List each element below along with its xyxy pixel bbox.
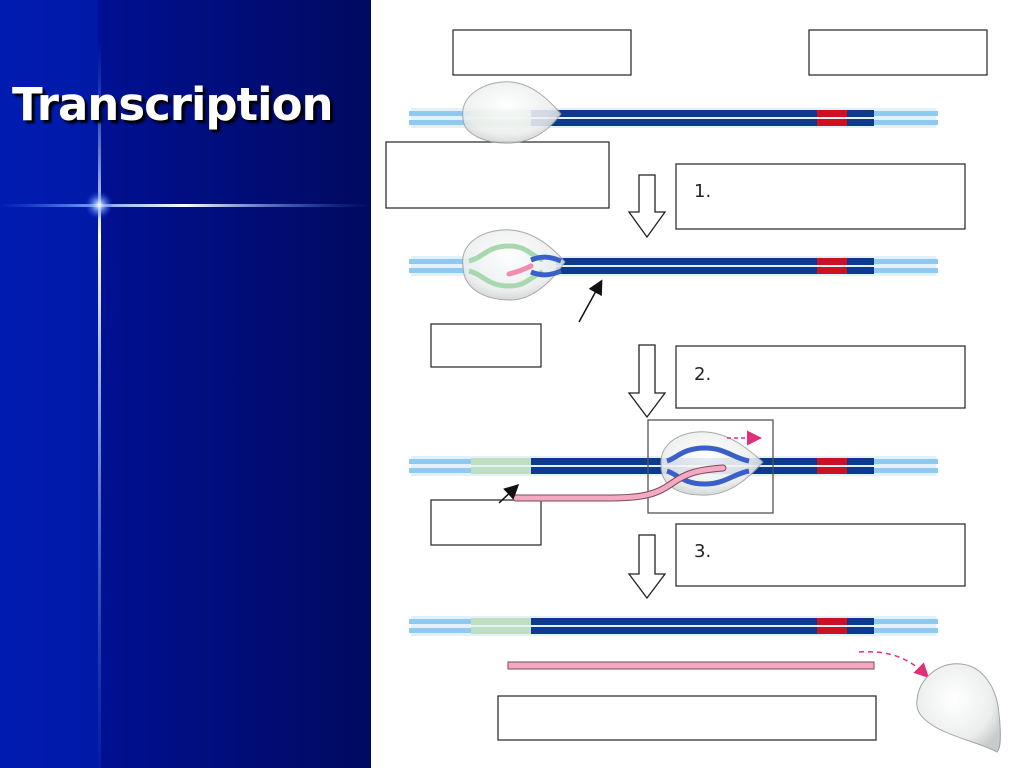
label-box-top-right xyxy=(808,29,988,76)
transcription-diagram: 1. 2. 3. xyxy=(371,29,1024,753)
step-3-number: 3. xyxy=(694,541,711,562)
down-arrow-1 xyxy=(627,174,667,239)
step-3-box xyxy=(675,523,966,587)
release-arrow xyxy=(858,650,930,679)
rna-polymerase-1 xyxy=(462,81,562,144)
dna-stage-4 xyxy=(371,608,1024,644)
label-box-mrna xyxy=(430,499,542,546)
rna-polymerase-released xyxy=(916,663,1001,753)
mrna-elongating xyxy=(513,465,726,501)
flare-horizontal-ray xyxy=(0,204,370,207)
pointer-arrow-template xyxy=(578,279,603,323)
down-arrow-3 xyxy=(627,534,667,600)
step-1-box xyxy=(675,163,966,230)
flare-center xyxy=(85,191,113,219)
promoter-open-top xyxy=(468,243,544,264)
pointer-arrow-mrna xyxy=(498,483,520,504)
label-box-top-left xyxy=(452,29,632,76)
slide-title: Transcription xyxy=(12,78,334,131)
step-2-box xyxy=(675,345,966,409)
diagram-panel: 1. 2. 3. xyxy=(371,0,1024,768)
mrna-released xyxy=(507,661,875,670)
step-1-number: 1. xyxy=(694,181,711,202)
down-arrow-2 xyxy=(627,344,667,419)
label-box-polymerase xyxy=(385,141,610,209)
mrna-start xyxy=(506,263,534,277)
zoom-frame xyxy=(647,419,774,514)
promoter-open-bottom xyxy=(468,268,544,289)
label-box-bottom xyxy=(497,695,877,741)
rna-polymerase-2 xyxy=(462,229,566,301)
label-box-strand xyxy=(430,323,542,368)
flare-vertical-ray xyxy=(98,40,101,768)
step-2-number: 2. xyxy=(694,364,711,385)
